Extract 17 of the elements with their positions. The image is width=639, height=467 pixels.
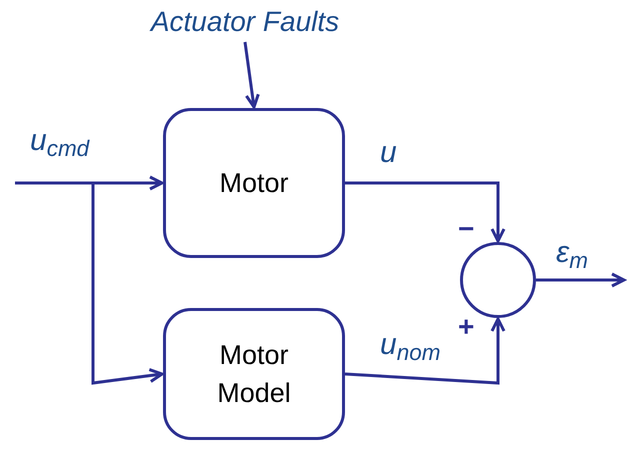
sign-label: + — [458, 312, 474, 342]
signal-label: ε$_{m}$ — [556, 236, 588, 270]
block-label: Motor — [219, 167, 289, 200]
block — [163, 308, 345, 440]
arrow — [15, 176, 164, 190]
sign-label: − — [458, 214, 474, 244]
arrow — [345, 182, 506, 242]
arrow — [244, 42, 260, 108]
arrow — [92, 183, 164, 385]
arrow — [344, 318, 506, 385]
input-label: Actuator Faults — [115, 2, 375, 42]
arrow — [536, 272, 626, 288]
block-label: Motor Model — [216, 339, 292, 410]
signal-label: u — [380, 136, 397, 170]
signal-label: u$_{nom}$ — [380, 328, 440, 362]
block — [163, 108, 345, 258]
signal-label: u$_{cmd}$ — [30, 124, 90, 158]
